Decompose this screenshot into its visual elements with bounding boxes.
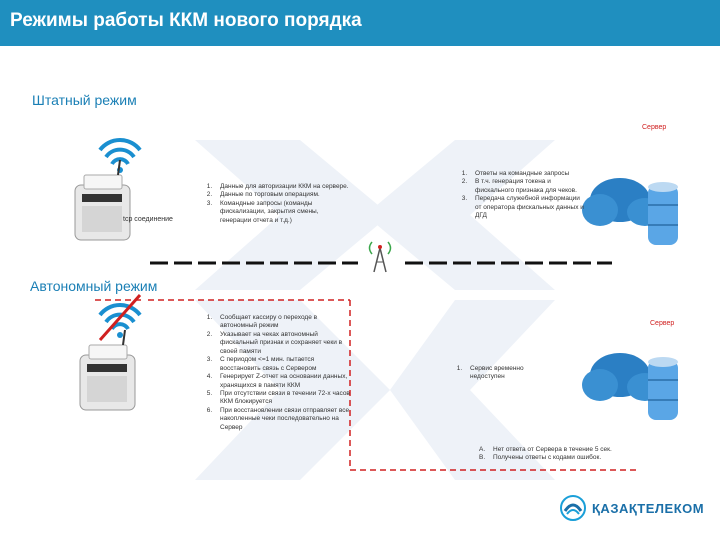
tower-icon xyxy=(368,241,392,273)
offline-action-item: Указывает на чеках автономный фискальный… xyxy=(214,331,350,356)
error-item: Получены ответы с кодами ошибок. xyxy=(487,454,673,462)
online-heading: Штатный режим xyxy=(32,92,137,108)
response-item: В т.ч. генерация токена и фискального пр… xyxy=(469,178,585,195)
offline-action-item: При восстановлении связи отправляет все … xyxy=(214,407,350,432)
online-requests-list: Данные для авторизации ККМ на сервере. Д… xyxy=(200,183,350,225)
logo-icon xyxy=(560,495,586,521)
request-item: Командные запросы (команды фискализации,… xyxy=(214,200,350,225)
offline-action-item: Генерирует Z-отчет на основании данных, … xyxy=(214,373,350,390)
request-item: Данные для авторизации ККМ на сервере. xyxy=(214,183,350,191)
offline-action-item: Сообщает кассиру о переходе в автономный… xyxy=(214,314,350,331)
online-responses-list: Ответы на командные запросы В т.ч. генер… xyxy=(455,170,585,221)
logo-text: ҚАЗАҚТЕЛЕКОМ xyxy=(592,500,705,516)
connection-label: tcp соединение xyxy=(123,216,173,223)
server-status-list: Сервис временно недоступен xyxy=(450,365,560,382)
response-item: Ответы на командные запросы xyxy=(469,170,585,178)
response-item: Передача служебной информации от операто… xyxy=(469,195,585,220)
offline-actions-list: Сообщает кассиру о переходе в автономный… xyxy=(200,314,350,432)
arrow-offline-right xyxy=(390,300,555,480)
server-status-item: Сервис временно недоступен xyxy=(464,365,560,382)
request-item: Данные по торговым операциям. xyxy=(214,191,350,199)
kkm-device-icon xyxy=(74,159,131,241)
offline-server-label: Сервер xyxy=(650,320,675,327)
online-server-label: Сервер xyxy=(642,124,667,131)
arrow-to-server xyxy=(195,140,390,290)
title-bar: Режимы работы ККМ нового порядка xyxy=(0,0,720,46)
offline-heading: Автономный режим xyxy=(30,278,158,294)
kkm-device-offline-icon xyxy=(79,329,136,411)
error-item: Нет ответа от Сервера в течение 5 сек. xyxy=(487,446,673,454)
offline-action-item: С периодом <=1 мин. пытается восстановит… xyxy=(214,356,350,373)
arrow-to-kkm xyxy=(365,140,555,290)
wifi-off-icon xyxy=(98,294,142,341)
page-title: Режимы работы ККМ нового порядка xyxy=(10,10,362,31)
arrow-offline-left xyxy=(195,300,390,480)
offline-action-item: При отсутствии связи в течении 72-х часо… xyxy=(214,390,350,407)
server-icon xyxy=(582,178,678,245)
kazakhtelecom-logo: ҚАЗАҚТЕЛЕКОМ xyxy=(560,495,704,521)
wifi-icon xyxy=(98,138,142,173)
errors-list: Нет ответа от Сервера в течение 5 сек. П… xyxy=(473,446,673,463)
server-offline-icon xyxy=(582,353,678,420)
